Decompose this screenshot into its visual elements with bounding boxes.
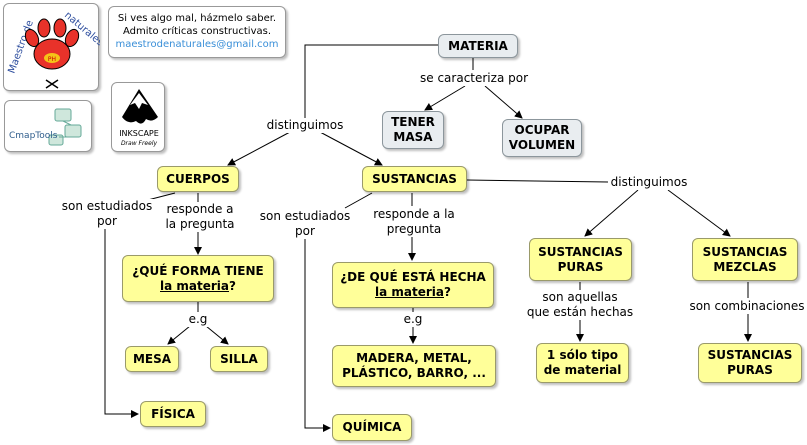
link-distinguimos-2: distinguimos — [608, 175, 690, 190]
link-son-aquellas: son aquellas que están hechas — [522, 290, 638, 320]
node-pregunta-forma-line1: ¿QUÉ FORMA TIENE — [132, 263, 264, 278]
link-estudiados-2-line1: son estudiados — [259, 209, 351, 223]
link-eg-2: e.g — [401, 312, 425, 327]
inkscape-label: INKSCAPE — [119, 129, 159, 138]
node-un-solo-tipo-line2: de material — [543, 363, 622, 377]
node-fisica-label: FÍSICA — [151, 406, 195, 421]
link-son-combinaciones: son combinaciones — [688, 299, 806, 314]
link-son-aquellas-line1: son aquellas — [542, 290, 618, 304]
node-un-solo-tipo-line1: 1 sólo tipo — [546, 348, 619, 362]
node-pregunta-hecha-line1: ¿DE QUÉ ESTÁ HECHA — [340, 270, 486, 284]
link-estudiados-1-line2: por — [97, 214, 117, 228]
node-materiales-line2: PLÁSTICO, BARRO, ... — [342, 366, 486, 380]
inkscape-logo: INKSCAPE Draw Freely — [111, 82, 165, 152]
node-silla-label: SILLA — [220, 351, 258, 366]
node-ocupar-volumen-line2: VOLUMEN — [508, 138, 576, 152]
question-mark: ? — [444, 285, 451, 299]
inkscape-icon — [122, 89, 158, 124]
node-ocupar-volumen[interactable]: OCUPAR VOLUMEN — [502, 119, 582, 157]
link-eg-1: e.g — [186, 312, 210, 327]
node-quimica-label: QUÍMICA — [342, 420, 402, 434]
node-pregunta-forma-line2: la materia? — [160, 279, 236, 294]
node-mesa-label: MESA — [132, 351, 172, 366]
logo-badge: PH — [48, 56, 56, 63]
node-sustancias[interactable]: SUSTANCIAS — [362, 166, 467, 192]
node-materia-label: MATERIA — [448, 38, 508, 53]
link-son-aquellas-line2: que están hechas — [526, 305, 634, 319]
node-tener-masa-line1: TENER — [391, 115, 435, 129]
logo-text-left: Maestro de — [6, 19, 35, 75]
link-responde-1-line2: la pregunta — [165, 217, 235, 231]
node-silla[interactable]: SILLA — [210, 346, 268, 372]
node-materiales-line1: MADERA, METAL, — [356, 351, 472, 365]
node-sustancias-mezclas[interactable]: SUSTANCIAS MEZCLAS — [692, 238, 798, 281]
node-sustancias-puras-line2: PURAS — [557, 259, 604, 274]
node-sustancias-label: SUSTANCIAS — [372, 171, 457, 186]
feedback-note: Si ves algo mal, házmelo saber. Admito c… — [108, 6, 286, 58]
link-responde-2: responde a la pregunta — [370, 207, 458, 237]
node-sustancias-puras-2-line2: PURAS — [727, 363, 773, 377]
node-ocupar-volumen-line1: OCUPAR — [514, 123, 570, 137]
link-responde-2-line2: pregunta — [386, 222, 442, 236]
node-materia[interactable]: MATERIA — [438, 34, 518, 58]
node-sustancias-puras-2-line1: SUSTANCIAS — [707, 348, 793, 362]
cmaptools-label: CmapTools — [9, 131, 58, 141]
node-un-solo-tipo[interactable]: 1 sólo tipo de material — [536, 343, 629, 383]
node-sustancias-puras[interactable]: SUSTANCIAS PURAS — [529, 238, 632, 281]
cmap-icon — [48, 108, 82, 146]
node-cuerpos-label: CUERPOS — [166, 171, 230, 186]
node-pregunta-forma[interactable]: ¿QUÉ FORMA TIENE la materia? — [122, 255, 274, 302]
node-tener-masa-line2: MASA — [393, 130, 433, 144]
node-mesa[interactable]: MESA — [125, 346, 179, 372]
link-responde-1-line1: responde a — [166, 202, 234, 216]
maestro-de-naturales-logo: Maestro de naturales PH — [3, 3, 105, 91]
underlined-materia: la materia — [375, 285, 445, 299]
node-cuerpos[interactable]: CUERPOS — [157, 166, 239, 192]
node-pregunta-hecha-line2: la materia? — [375, 285, 451, 300]
cmaptools-logo: CmapTools — [4, 100, 92, 152]
node-sustancias-puras-line1: SUSTANCIAS — [538, 244, 623, 259]
node-materiales[interactable]: MADERA, METAL, PLÁSTICO, BARRO, ... — [332, 345, 496, 387]
note-line-1: Si ves algo mal, házmelo saber. — [117, 13, 277, 24]
inkscape-tagline: Draw Freely — [120, 140, 158, 147]
link-estudiados-2: son estudiados por — [256, 209, 354, 239]
link-responde-2-line1: responde a la — [373, 207, 455, 221]
link-responde-1: responde a la pregunta — [160, 202, 240, 232]
node-sustancias-puras-2[interactable]: SUSTANCIAS PURAS — [698, 343, 802, 383]
link-estudiados-1: son estudiados por — [58, 199, 156, 229]
link-se-caracteriza: se caracteriza por — [418, 71, 530, 86]
node-sustancias-mezclas-line2: MEZCLAS — [713, 259, 777, 274]
node-quimica[interactable]: QUÍMICA — [332, 414, 412, 441]
node-pregunta-hecha[interactable]: ¿DE QUÉ ESTÁ HECHA la materia? — [332, 262, 494, 308]
paw-icon: Maestro de naturales PH — [6, 10, 105, 89]
link-distinguimos-1: distinguimos — [264, 118, 346, 133]
note-email[interactable]: maestrodenaturales@gmail.com — [115, 39, 279, 50]
node-tener-masa[interactable]: TENER MASA — [382, 111, 444, 149]
link-estudiados-2-line2: por — [295, 224, 315, 238]
node-fisica[interactable]: FÍSICA — [140, 401, 206, 427]
node-sustancias-mezclas-line1: SUSTANCIAS — [702, 244, 788, 259]
underlined-materia: la materia — [160, 278, 230, 293]
note-line-2: Admito críticas constructivas. — [122, 26, 272, 37]
link-estudiados-1-line1: son estudiados — [61, 199, 153, 213]
question-mark: ? — [229, 278, 236, 293]
